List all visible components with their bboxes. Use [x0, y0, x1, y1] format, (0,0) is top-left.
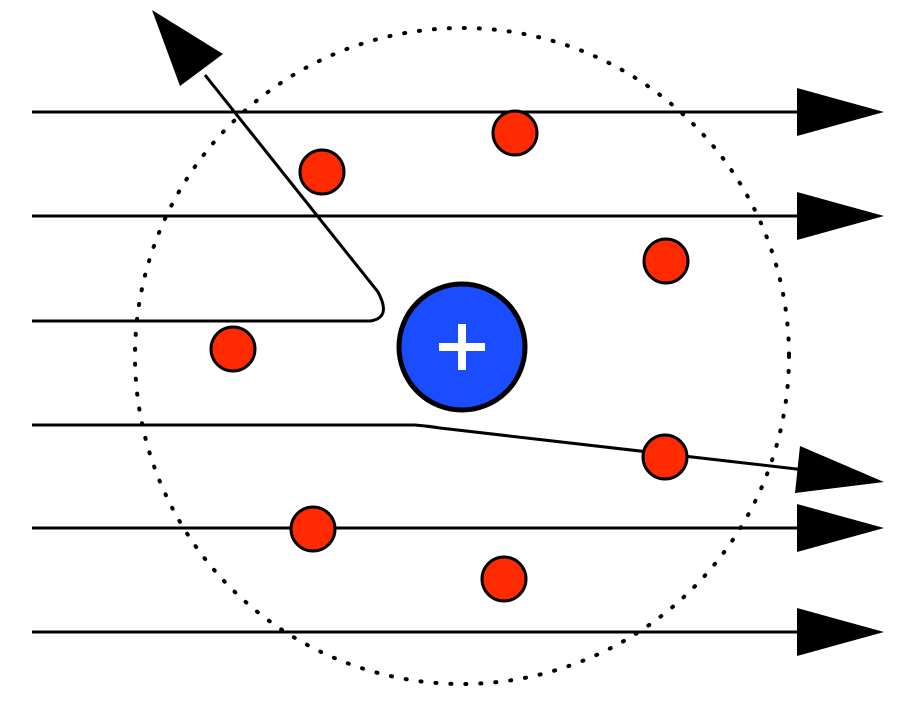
trajectory-undeflected-4 [32, 608, 884, 656]
electron [641, 433, 689, 481]
arrowhead [797, 88, 884, 136]
trajectory-backscatter [32, 10, 385, 323]
arrowhead [797, 608, 884, 656]
electron [491, 109, 539, 157]
electron [289, 505, 337, 553]
electron [480, 555, 528, 603]
trajectory-undeflected-1 [32, 88, 884, 136]
atom-boundary [133, 26, 791, 686]
arrowhead [152, 10, 223, 86]
nucleus: + [396, 281, 528, 413]
electron [298, 148, 346, 196]
arrowhead [797, 192, 884, 240]
arrowhead [795, 446, 884, 493]
trajectory-small-deflection [32, 423, 884, 493]
electron [209, 325, 257, 373]
electron [642, 237, 690, 285]
electrons [209, 109, 690, 603]
trajectory-undeflected-2 [32, 192, 884, 240]
plus-icon [439, 324, 485, 370]
arrowhead [797, 504, 884, 552]
trajectory-undeflected-3 [32, 504, 884, 552]
